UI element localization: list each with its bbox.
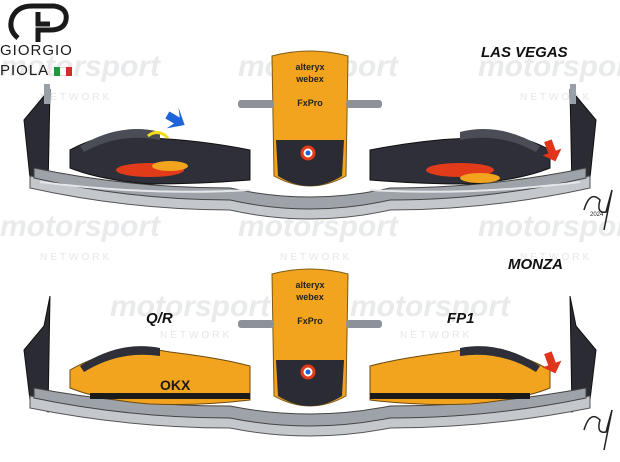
signature-mark (583, 409, 613, 451)
signature-mark (583, 189, 613, 231)
title-las-vegas: LAS VEGAS (481, 44, 568, 61)
italian-flag-icon (54, 67, 72, 76)
logo-line1: GIORGIO (0, 42, 73, 59)
watermark-text: motorsport (0, 50, 160, 83)
watermark-text: motorsport (478, 50, 620, 83)
red-arrow-icon (542, 351, 562, 374)
watermark-network: NETWORK (520, 252, 593, 263)
watermark-network: NETWORK (160, 330, 233, 341)
watermark-network: NETWORK (400, 330, 473, 341)
watermark-text: motorsport (0, 210, 160, 243)
blue-arrow-icon (165, 107, 185, 129)
watermark-network: NETWORK (280, 252, 353, 263)
watermark-text: motorsport (350, 290, 510, 323)
note-fp1: FP1 (447, 310, 475, 327)
svg-text:OKX: OKX (160, 377, 191, 393)
sponsor-label: webex (296, 292, 324, 302)
watermark-network: NETWORK (40, 252, 113, 263)
gp-logo-icon (8, 3, 69, 42)
logo-line2: PIOLA (0, 62, 50, 79)
watermark-network: NETWORK (520, 92, 593, 103)
watermark-text: motorsport (110, 290, 270, 323)
front-wing-las-vegas (23, 50, 613, 231)
front-wing-monza: OKX (23, 268, 613, 451)
red-arrow-icon (542, 139, 562, 162)
watermark-network: NETWORK (40, 92, 113, 103)
title-monza: MONZA (508, 256, 563, 273)
sponsor-label: webex (296, 74, 324, 84)
sponsor-label: alteryx (295, 62, 325, 72)
sponsor-label: alteryx (295, 280, 325, 290)
sponsor-label: FxPro (297, 98, 323, 108)
note-q-r: Q/R (146, 310, 173, 327)
sponsor-label: FxPro (297, 316, 323, 326)
watermark-text: motorsport (478, 210, 620, 243)
signature-year: 2024 (590, 212, 604, 218)
